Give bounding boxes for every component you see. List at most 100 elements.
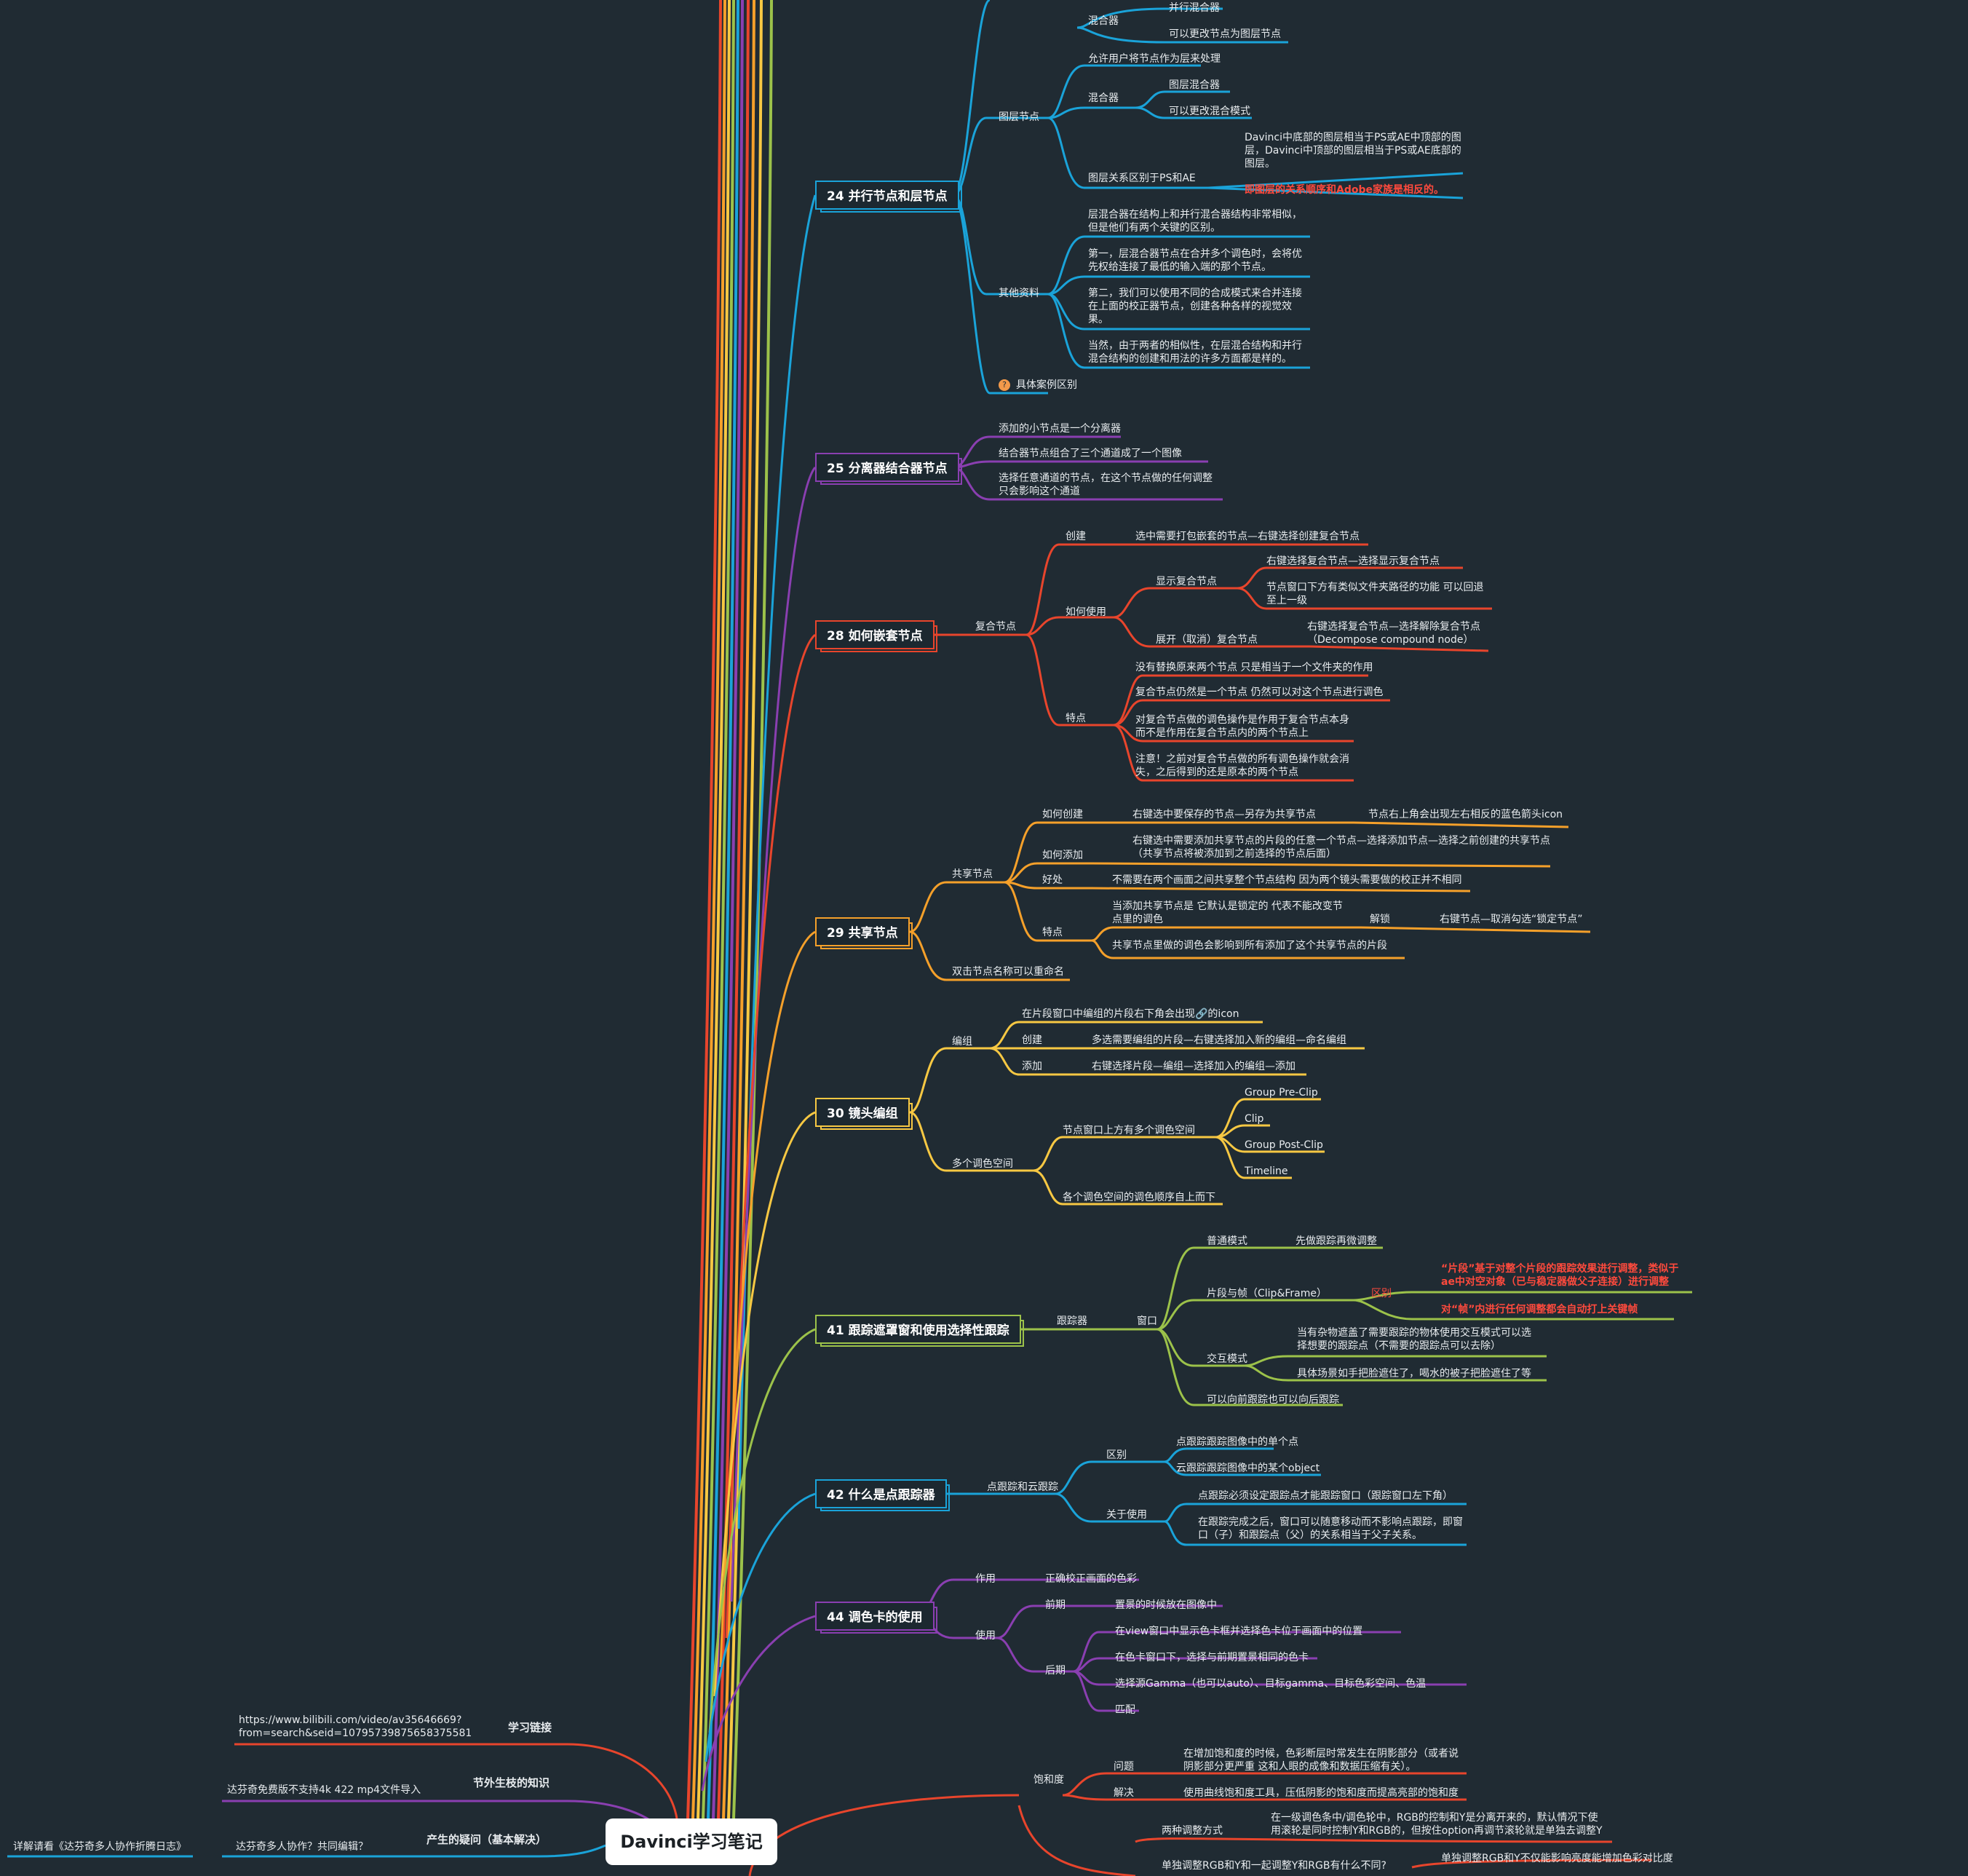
topic-44[interactable]: 44 调色卡的使用 [815, 1602, 937, 1634]
node-diff-ps-ae: 图层关系区别于PS和AE [1088, 173, 1196, 184]
node-how-use: 如何使用 [1066, 606, 1106, 618]
node-layer-node: 图层节点 [999, 111, 1039, 123]
node-feature-1: 没有替换原来两个节点 只是相当于一个文件夹的作用 [1135, 662, 1373, 673]
node-post-3: 选择源Gamma（也可以auto）、目标gamma、目标色彩空间、色温 [1115, 1678, 1427, 1690]
node-group-add: 添加 [1022, 1061, 1042, 1072]
node-unlock-detail: 右键节点—取消勾选“锁定节点” [1440, 914, 1583, 925]
node-other-1: 层混合器在结构上和并行混合器结构非常相似，但是他们有两个关键的区别。 [1088, 209, 1302, 234]
node-show-2: 节点窗口下方有类似文件夹路径的功能 可以回退至上一级 [1266, 582, 1484, 606]
node-collab-question: 达芬奇多人协作？共同编辑？ [236, 1841, 368, 1853]
node-expand: 展开（取消）复合节点 [1156, 634, 1258, 646]
branch-28-lines [725, 543, 1492, 1639]
node-other-3: 第二，我们可以使用不同的合成模式来合并连接在上面的校正器节点，创建各种各样的视觉… [1088, 288, 1302, 325]
node-case[interactable]: ?具体案例区别 [999, 379, 1077, 392]
node-sat-solve-detail: 使用曲线饱和度工具，压低阴影的饱和度而提高亮部的饱和度 [1183, 1787, 1459, 1799]
topic-28[interactable]: 28 如何嵌套节点 [815, 620, 937, 652]
node-spaces-above: 节点窗口上方有多个调色空间 [1063, 1125, 1195, 1136]
node-benefit-detail: 不需要在两个画面之间共享整个节点结构 因为两个镜头需要做的校正并不相同 [1112, 874, 1462, 886]
node-space-4: Timeline [1245, 1165, 1288, 1177]
node-space-order: 各个调色空间的调色顺序自上而下 [1063, 1192, 1215, 1203]
node-both-ways: 可以向前跟踪也可以向后跟踪 [1207, 1394, 1339, 1406]
node-parallel-mixer: 并行混合器 [1169, 2, 1220, 14]
node-change-blend: 可以更改混合模式 [1169, 106, 1250, 117]
node-combiner: 结合器节点组合了三个通道成了一个图像 [999, 448, 1182, 459]
node-use: 使用 [975, 1630, 996, 1642]
node-feature-29: 特点 [1042, 927, 1063, 938]
node-sat-solve: 解决 [1114, 1787, 1134, 1799]
node-allow-layers: 允许用户将节点作为层来处理 [1088, 53, 1221, 65]
node-show-1: 右键选择复合节点—选择显示复合节点 [1266, 555, 1440, 567]
node-expand-1: 右键选择复合节点—选择解除复合节点（Decompose compound nod… [1307, 621, 1480, 646]
central-topic[interactable]: Davinci学习笔记 [606, 1818, 777, 1865]
topic-30[interactable]: 30 镜头编组 [815, 1098, 913, 1130]
node-space-1: Group Pre-Clip [1245, 1087, 1318, 1099]
node-change-to-layer: 可以更改节点为图层节点 [1169, 28, 1281, 40]
node-42-usage-2: 在跟踪完成之后，窗口可以随意移动而不影响点跟踪，即窗口（子）和跟踪点（父）的关系… [1198, 1516, 1463, 1541]
node-diff: 区别 [1371, 1288, 1392, 1299]
node-compound: 复合节点 [975, 621, 1016, 633]
node-post-2: 在色卡窗口下，选择与前期置景相同的色卡 [1115, 1652, 1309, 1663]
node-show-compound: 显示复合节点 [1156, 576, 1217, 587]
topic-29[interactable]: 29 共享节点 [815, 917, 913, 949]
node-benefit: 好处 [1042, 874, 1063, 886]
node-rename: 双击节点名称可以重命名 [952, 966, 1064, 978]
node-mixer-2: 混合器 [1088, 92, 1119, 104]
node-mixer: 混合器 [1088, 15, 1119, 27]
node-unlock: 解锁 [1370, 914, 1390, 925]
topic-25[interactable]: 25 分离器结合器节点 [815, 453, 962, 485]
node-feature-29-1: 当添加共享节点是 它默认是锁定的 代表不能改变节点里的调色 [1112, 901, 1343, 925]
node-space-3: Group Post-Clip [1245, 1139, 1323, 1151]
branch-41-lines [708, 1246, 1692, 1733]
node-questions: 产生的疑问（基本解决） [426, 1833, 547, 1846]
node-other-info: 其他资料 [999, 288, 1039, 299]
branch-42-lines [705, 1447, 1467, 1762]
node-icon-note: 节点右上角会出现左右相反的蓝色箭头icon [1368, 809, 1563, 820]
node-how-create: 如何创建 [1042, 809, 1083, 820]
node-post-4: 匹配 [1115, 1704, 1135, 1716]
node-diff-2: 对“帧”内进行任何调整都会自动打上关键帧 [1441, 1304, 1638, 1315]
node-pre-detail: 置景的时候放在图像中 [1115, 1599, 1217, 1611]
node-extra-knowledge: 节外生枝的知识 [473, 1776, 550, 1789]
node-feature-4: 注意！之前对复合节点做的所有调色操作就会消失，之后得到的还是原本的两个节点 [1135, 753, 1349, 778]
node-interactive-2: 具体场景如手把脸遮住了，喝水的被子把脸遮住了等 [1297, 1368, 1531, 1380]
node-point-cloud: 点跟踪和云跟踪 [987, 1481, 1058, 1493]
topic-42[interactable]: 42 什么是点跟踪器 [815, 1479, 950, 1511]
node-interactive-1: 当有杂物遮盖了需要跟踪的物体使用交互模式可以选择想要的跟踪点（不需要的跟踪点可以… [1297, 1327, 1531, 1352]
node-reverse-order: 即图层的关系顺序和Adobe家族是相反的。 [1245, 184, 1444, 196]
node-two-ways-detail: 在一级调色条中/调色轮中，RGB的控制和Y是分离开来的，默认情况下使用滚轮是同时… [1271, 1812, 1603, 1837]
node-feature-2: 复合节点仍然是一个节点 仍然可以对这个节点进行调色 [1135, 686, 1384, 698]
node-create-detail: 选中需要打包嵌套的节点—右键选择创建复合节点 [1135, 531, 1360, 542]
node-42-usage: 关于使用 [1106, 1509, 1147, 1521]
node-shared: 共享节点 [952, 868, 993, 880]
node-post-1: 在view窗口中显示色卡框并选择色卡位于画面中的位置 [1115, 1626, 1363, 1637]
topic-24[interactable]: 24 并行节点和层节点 [815, 181, 962, 213]
node-space-2: Clip [1245, 1113, 1264, 1125]
node-splitter: 添加的小节点是一个分离器 [999, 423, 1121, 435]
node-42-diff-2: 云跟踪跟踪图像中的某个object [1176, 1463, 1320, 1474]
left-branch-lines [7, 1743, 678, 1858]
node-two-ways: 两种调整方式 [1162, 1825, 1223, 1837]
trunk-lines [686, 0, 773, 1819]
node-how-create-detail: 右键选中要保存的节点—另存为共享节点 [1132, 809, 1316, 820]
node-feature-29-2: 共享节点里做的调色会影响到所有添加了这个共享节点的片段 [1112, 940, 1387, 951]
node-create: 创建 [1066, 531, 1086, 542]
node-feature: 特点 [1066, 713, 1086, 724]
node-normal-mode: 普通模式 [1207, 1235, 1247, 1247]
node-42-usage-1: 点跟踪必须设定跟踪点才能跟踪窗口（跟踪窗口左下角） [1198, 1490, 1453, 1502]
node-tracker: 跟踪器 [1057, 1315, 1087, 1327]
node-collab-detail[interactable]: 详解请看《达芬奇多人协作折腾日志》 [13, 1841, 186, 1853]
link-url[interactable]: https://www.bilibili.com/video/av3564666… [239, 1714, 472, 1739]
node-other-2: 第一，层混合器节点在合并多个调色时，会将优先权给连接了最低的输入端的那个节点。 [1088, 248, 1302, 273]
node-single-adjust-detail: 单独调整RGB和Y不仅能影响亮度能增加色彩对比度 [1441, 1853, 1673, 1864]
branch-30-lines [713, 1021, 1365, 1697]
node-extra-detail: 达芬奇免费版不支持4k 422 mp4文件导入 [227, 1784, 421, 1796]
node-pre: 前期 [1045, 1599, 1066, 1611]
branch-44-lines [701, 1578, 1467, 1792]
topic-41[interactable]: 41 跟踪遮罩窗和使用选择性跟踪 [815, 1315, 1024, 1347]
question-icon: ? [999, 379, 1010, 391]
node-single-adjust: 单独调整RGB和Y和一起调整Y和RGB有什么不同? [1162, 1860, 1386, 1872]
node-diff-1: “片段”基于对整个片段的跟踪效果进行调整，类似于ae中对空对象（已与稳定器做父子… [1441, 1263, 1679, 1288]
node-layer-mixer: 图层混合器 [1169, 79, 1220, 91]
node-window: 窗口 [1137, 1315, 1157, 1327]
